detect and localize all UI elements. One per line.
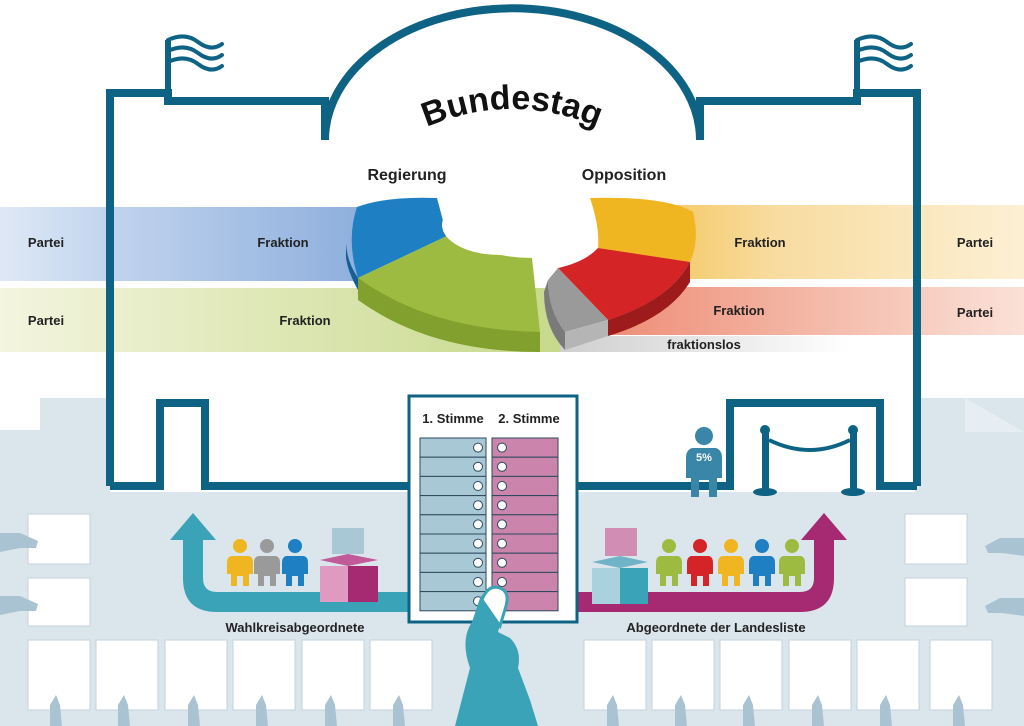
page-title: Bundestag xyxy=(416,79,608,135)
constituency-label: Wahlkreisabgeordnete xyxy=(226,620,365,635)
party-label: Partei xyxy=(957,305,993,320)
chart-center xyxy=(442,195,558,255)
vote-circle xyxy=(473,538,483,549)
vote-circle xyxy=(497,481,507,491)
vote-circle xyxy=(497,461,507,472)
red-faction-segment-side xyxy=(608,262,690,336)
party-label: Partei xyxy=(28,313,64,328)
vote-circle xyxy=(473,481,483,491)
ballot-rows xyxy=(419,437,559,612)
list-candidates xyxy=(656,539,805,586)
constituency-candidates xyxy=(227,539,308,586)
second-vote-label: 2. Stimme xyxy=(498,411,559,426)
grey-independent-segment-side xyxy=(544,280,565,350)
vote-circle xyxy=(473,461,483,472)
opposition-label: Opposition xyxy=(582,167,666,184)
bundestag-building xyxy=(106,4,921,490)
party-label: Partei xyxy=(957,235,993,250)
independent-label: fraktionslos xyxy=(667,337,741,352)
faction-label: Fraktion xyxy=(257,235,308,250)
vote-circle xyxy=(497,538,507,549)
flag-icon xyxy=(855,34,913,72)
constituency-arrow xyxy=(170,513,420,612)
vote-circle xyxy=(497,519,507,530)
vote-circle xyxy=(497,442,507,453)
rope-barrier-icon xyxy=(753,425,865,496)
vote-circle xyxy=(473,557,483,568)
ballot-paper xyxy=(407,394,579,624)
faction-label: Fraktion xyxy=(279,313,330,328)
list-label: Abgeordnete der Landesliste xyxy=(626,620,805,635)
vote-circle xyxy=(473,500,483,511)
faction-label: Fraktion xyxy=(713,303,764,318)
background-voters xyxy=(0,513,1024,726)
vote-circle xyxy=(473,519,483,530)
seat-distribution-chart xyxy=(346,195,696,352)
blue-faction-segment-side xyxy=(346,243,358,290)
grey-independent-segment xyxy=(548,268,608,332)
green-faction-segment xyxy=(358,236,540,332)
ballot-box-icon xyxy=(320,528,378,602)
vote-circle xyxy=(497,500,507,511)
government-label: Regierung xyxy=(367,167,446,184)
vote-circle xyxy=(473,442,483,453)
vote-circle xyxy=(497,557,507,568)
first-vote-label: 1. Stimme xyxy=(422,411,483,426)
flag-icon xyxy=(166,34,224,72)
hand-icon xyxy=(455,585,538,726)
party-label: Partei xyxy=(28,235,64,250)
ballot-box-icon xyxy=(592,528,648,604)
faction-label: Fraktion xyxy=(734,235,785,250)
threshold-label: 5% xyxy=(696,452,712,464)
vote-circle xyxy=(497,577,507,587)
blue-faction-segment xyxy=(351,197,447,278)
threshold-figure xyxy=(686,427,722,497)
yellow-faction-segment xyxy=(590,197,696,262)
red-faction-segment xyxy=(558,248,690,320)
vote-circle xyxy=(473,577,483,587)
